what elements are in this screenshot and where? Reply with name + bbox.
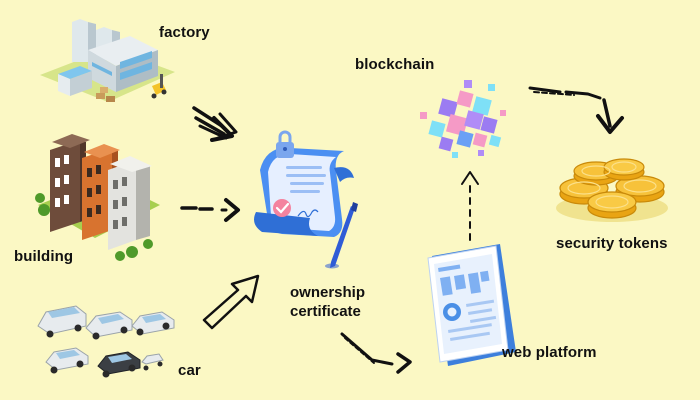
building-label: building: [14, 248, 74, 265]
web-platform-icon: [427, 244, 516, 366]
blockchain-icon: [420, 80, 506, 158]
certificate-label: ownership certificate: [290, 284, 366, 320]
arrow-web-platform-to-blockchain: [461, 171, 479, 241]
building-icon: [35, 134, 160, 261]
blockchain-label: blockchain: [355, 56, 435, 73]
factory-icon: [40, 19, 175, 102]
arrow-factory-to-certificate: [192, 106, 238, 142]
security-tokens-icon: [556, 158, 668, 222]
car-label: car: [178, 362, 201, 379]
arrow-blockchain-to-security-tokens: [528, 86, 624, 134]
security-tokens-label: security tokens: [556, 235, 668, 252]
arrow-building-to-certificate: [180, 198, 240, 222]
car-icon: [37, 305, 175, 378]
arrow-certificate-to-web-platform: [340, 332, 412, 374]
web-platform-label: web platform: [502, 344, 597, 361]
arrow-car-to-certificate: [202, 274, 260, 330]
certificate-icon: [254, 130, 358, 269]
factory-label: factory: [159, 24, 210, 41]
